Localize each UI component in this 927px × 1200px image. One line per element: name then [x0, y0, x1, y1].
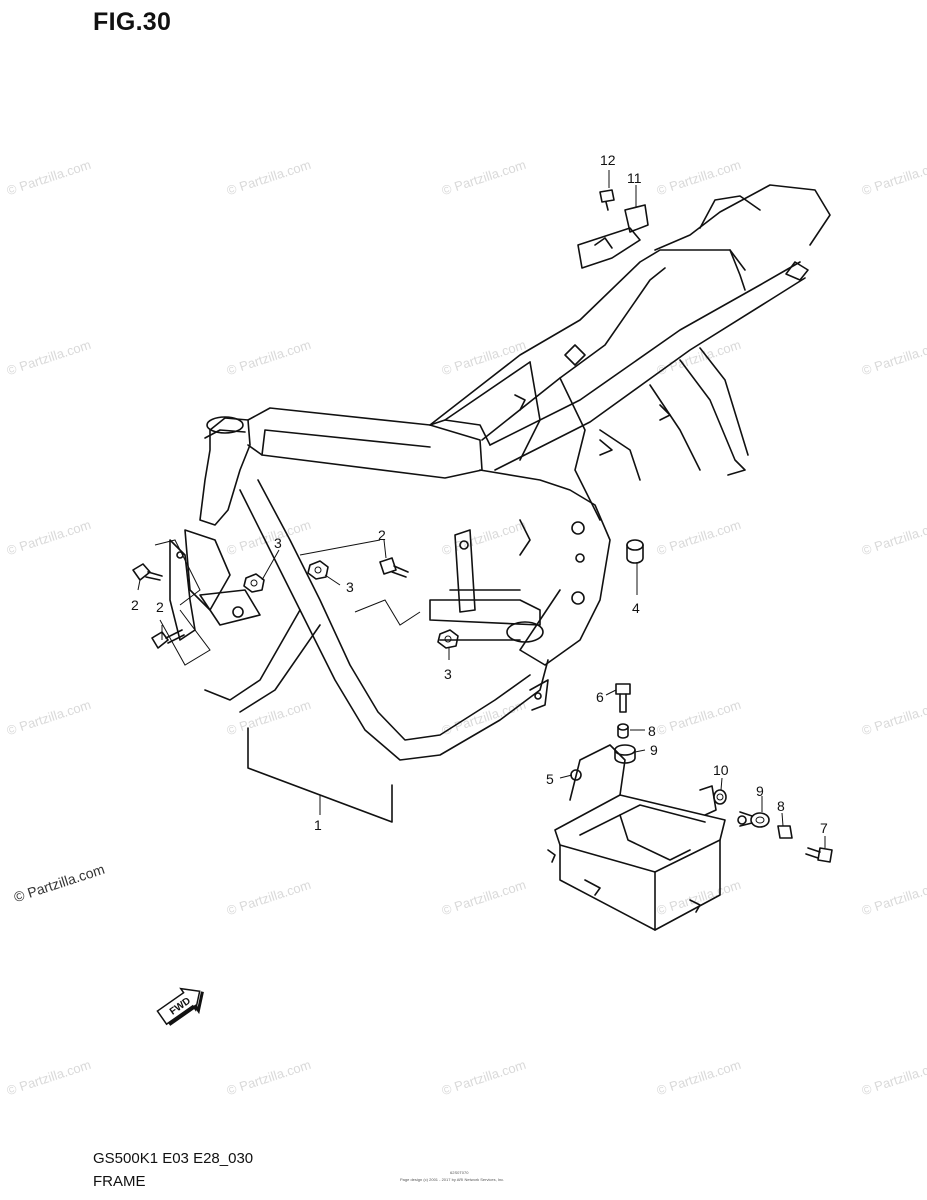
- callout-5: 5: [546, 771, 554, 787]
- grommet-9-right[interactable]: [737, 811, 770, 828]
- frame-assembly[interactable]: [169, 184, 831, 761]
- collar-8-right[interactable]: [777, 825, 793, 839]
- callout-12: 12: [600, 152, 616, 168]
- nut-3-center[interactable]: [307, 560, 329, 580]
- bolt-2-upper-left[interactable]: [132, 563, 163, 581]
- bolt-12[interactable]: [599, 189, 615, 211]
- rear-bracket[interactable]: [577, 204, 649, 269]
- forward-arrow-icon: FWD: [156, 987, 204, 1026]
- callout-8: 8: [777, 798, 785, 814]
- callout-6: 6: [596, 689, 604, 705]
- callout-9: 9: [650, 742, 658, 758]
- callout-3: 3: [346, 579, 354, 595]
- callout-1: 1: [314, 817, 322, 833]
- cushion-10[interactable]: [713, 789, 727, 805]
- callout-10: 10: [713, 762, 729, 778]
- callout-2: 2: [156, 599, 164, 615]
- figure-title: FIG.30: [93, 8, 172, 36]
- fine-print-copyright: Page design (c) 2001 - 2017 by ARI Netwo…: [400, 1177, 505, 1182]
- collar-8-upper[interactable]: [617, 723, 629, 739]
- nut-3-left[interactable]: [243, 573, 265, 593]
- cap-4[interactable]: [626, 539, 644, 564]
- mount-guide-left: [154, 539, 211, 666]
- callout-3: 3: [274, 535, 282, 551]
- mount-guide-center: [299, 539, 421, 626]
- callout-2: 2: [378, 527, 386, 543]
- grommet-9-upper[interactable]: [614, 744, 636, 764]
- section-name: FRAME: [93, 1173, 146, 1190]
- callout-3: 3: [444, 666, 452, 682]
- bolt-7[interactable]: [805, 847, 833, 863]
- fine-print-code: 62S0T070: [450, 1170, 469, 1175]
- bolt-6[interactable]: [615, 683, 631, 713]
- callout-11: 11: [627, 170, 642, 186]
- leader-lines: [137, 170, 826, 848]
- callout-7: 7: [820, 820, 828, 836]
- callout-9: 9: [756, 783, 764, 799]
- nut-3-lower[interactable]: [437, 629, 459, 649]
- callout-8: 8: [648, 723, 656, 739]
- battery-holder[interactable]: [547, 744, 726, 931]
- callout-2: 2: [131, 597, 139, 613]
- bolt-2-lower-left[interactable]: [151, 629, 185, 649]
- bolt-2-center[interactable]: [379, 557, 409, 578]
- model-code: GS500K1 E03 E28_030: [93, 1150, 254, 1167]
- callout-4: 4: [632, 600, 640, 616]
